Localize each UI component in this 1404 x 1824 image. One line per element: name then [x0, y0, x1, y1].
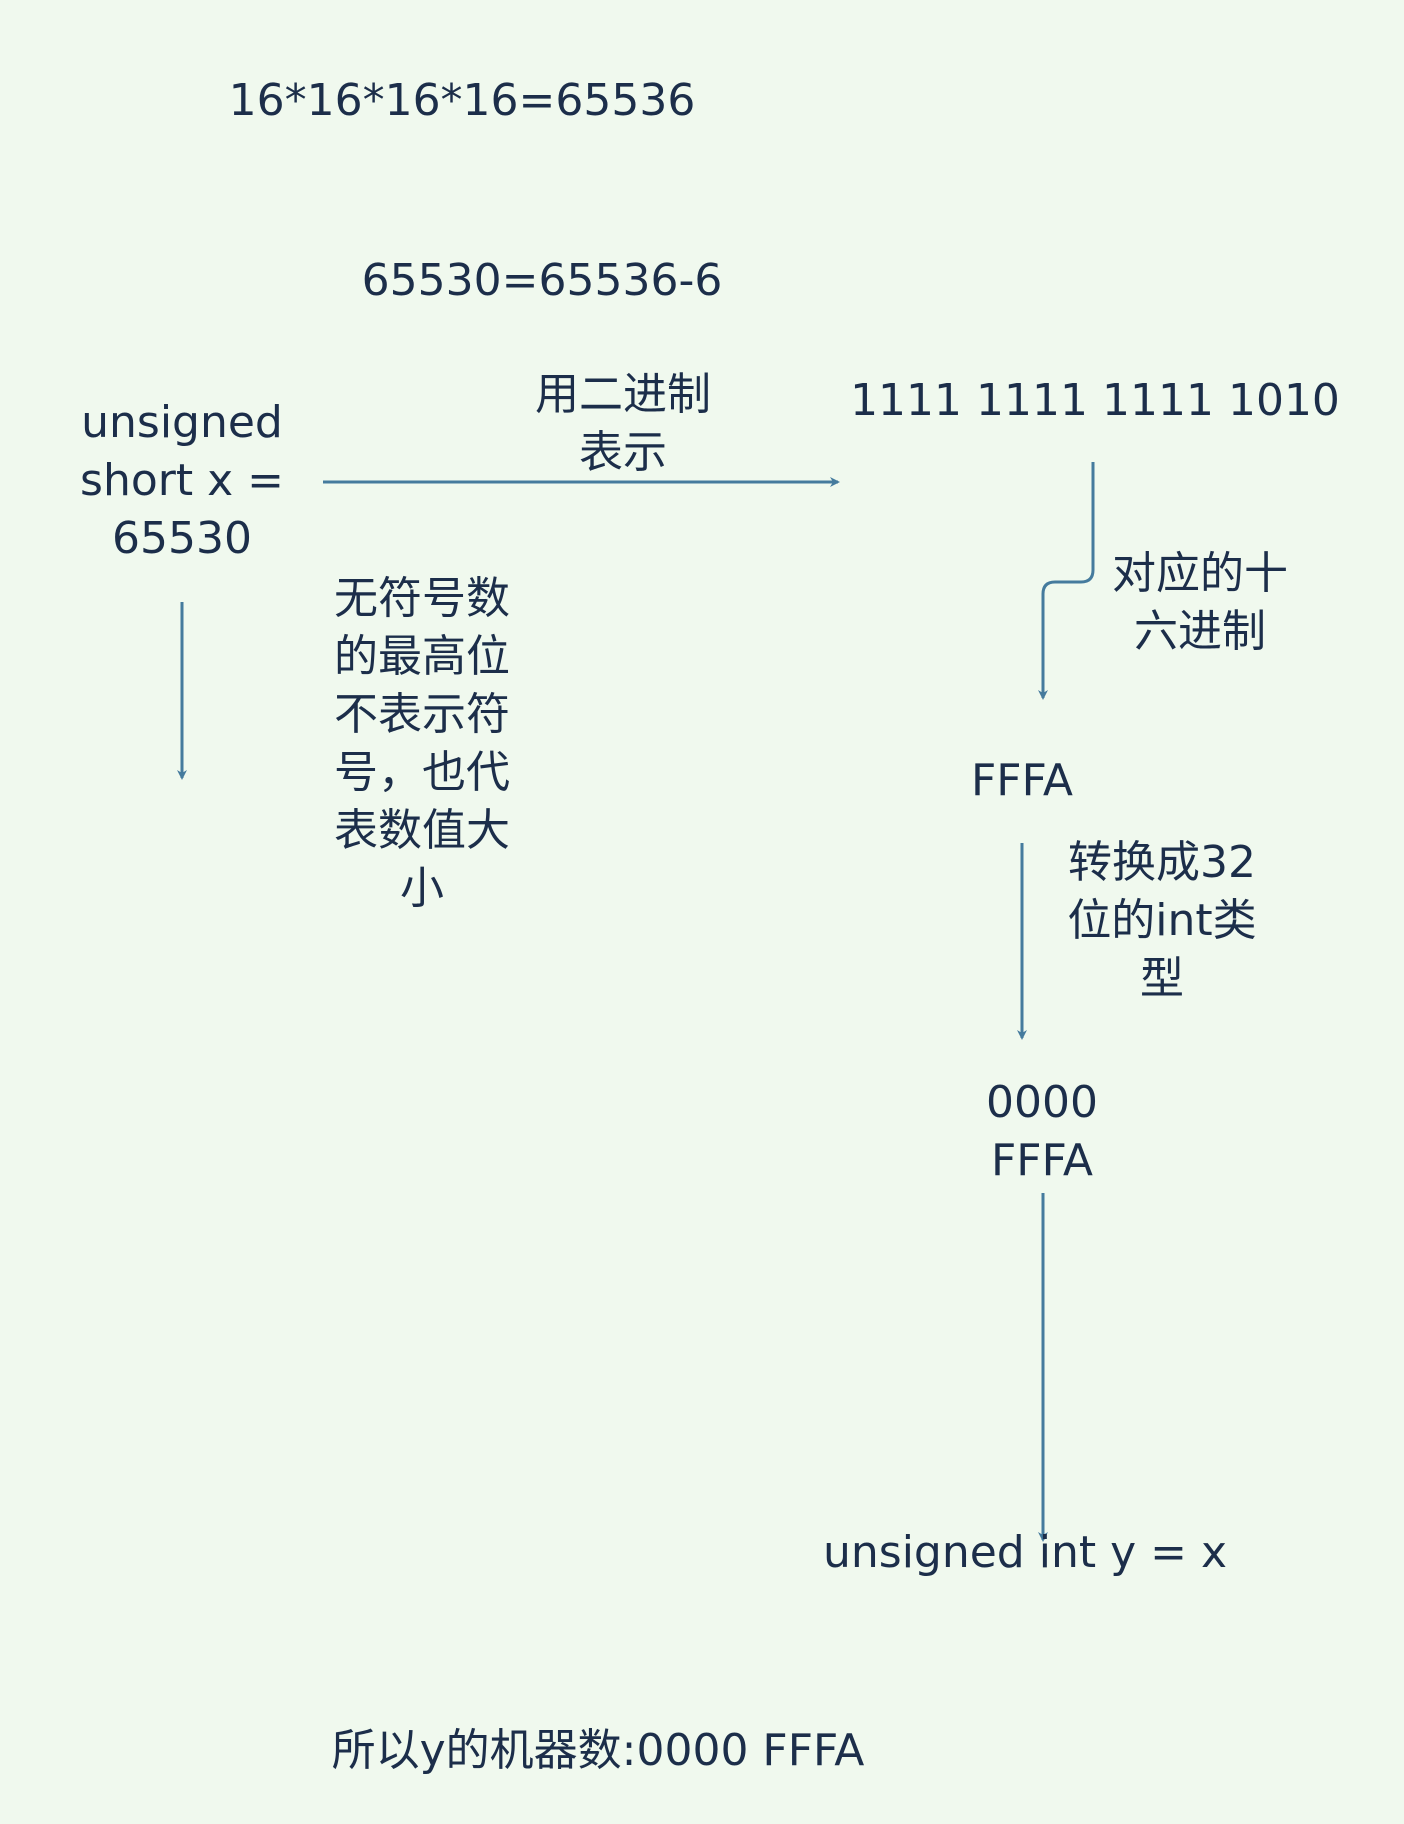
arrow-binary-to-hex: [1038, 462, 1095, 700]
conclusion-text: 所以y的机器数:0000 FFFA: [331, 1725, 865, 1776]
power-formula-text: 16*16*16*16=65536: [228, 75, 696, 126]
hex-value-node: FFFA: [971, 755, 1073, 806]
int-declaration-node: unsigned int y = x: [823, 1527, 1227, 1578]
to-binary-edge-label: 用二进制 表示: [535, 369, 711, 478]
short-declaration-node: unsigned short x = 65530: [80, 397, 284, 564]
unsigned-note-annotation: 无符号数 的最高位 不表示符 号，也代 表数值大 小: [334, 573, 510, 914]
int32-value-node: 0000 FFFA: [986, 1077, 1098, 1186]
to-int32-edge-label: 转换成32 位的int类 型: [1067, 837, 1257, 1004]
binary-value-node: 1111 1111 1111 1010: [850, 375, 1340, 426]
to-hex-edge-label: 对应的十 六进制: [1112, 548, 1288, 657]
subtraction-formula-text: 65530=65536-6: [361, 255, 723, 306]
